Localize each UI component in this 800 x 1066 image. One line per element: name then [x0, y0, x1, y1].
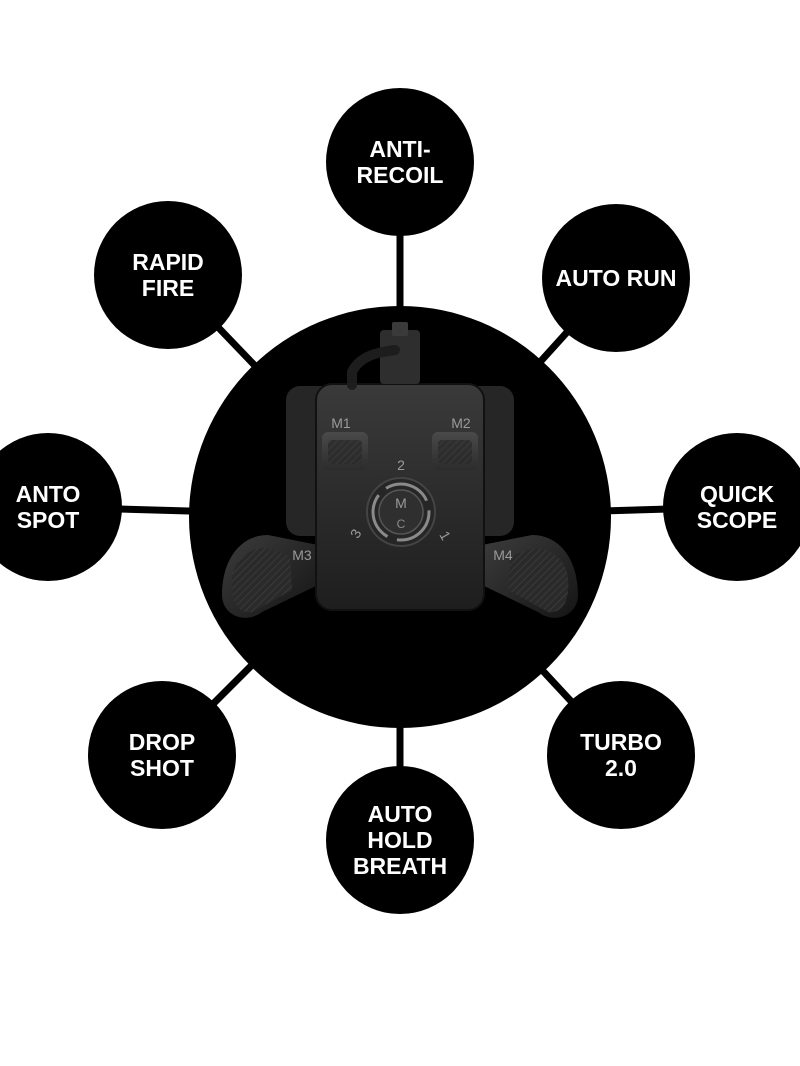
m4-label: M4	[493, 547, 513, 563]
node-circle-anto-spot	[0, 433, 122, 581]
m3-label: M3	[292, 547, 312, 563]
node-label-quick-scope: QUICK	[700, 481, 775, 507]
node-label-auto-hold-breath: BREATH	[353, 853, 447, 879]
node-circle-rapid-fire	[94, 201, 242, 349]
node-circle-quick-scope	[663, 433, 800, 581]
m1-label: M1	[331, 415, 351, 431]
connector-plug	[392, 322, 408, 336]
cable-icon	[347, 345, 400, 390]
dial-m-label: M	[395, 495, 407, 511]
m2-button-grip-icon	[438, 440, 472, 464]
node-label-auto-hold-breath: AUTO	[368, 801, 433, 827]
node-label-turbo: 2.0	[605, 755, 637, 781]
node-label-drop-shot: SHOT	[130, 755, 194, 781]
node-label-anto-spot: SPOT	[17, 507, 80, 533]
node-auto-run: AUTO RUN	[542, 204, 690, 352]
left-paddle-grip-icon	[231, 548, 292, 613]
right-paddle-grip-icon	[508, 548, 569, 613]
mode-dial-arc	[371, 482, 431, 542]
node-circle-drop-shot	[88, 681, 236, 829]
node-circle-turbo	[547, 681, 695, 829]
m2-label: M2	[451, 415, 471, 431]
node-label-anto-spot: ANTO	[16, 481, 81, 507]
node-label-turbo: TURBO	[580, 729, 662, 755]
node-circle-auto-hold-breath	[326, 766, 474, 914]
node-label-quick-scope: SCOPE	[697, 507, 778, 533]
node-label-anti-recoil: ANTI-	[369, 136, 430, 162]
node-label-rapid-fire: FIRE	[142, 275, 194, 301]
controller-attachment-device: M1 M2 M3 M4 M C 2 3 1	[222, 322, 578, 618]
mode-2-label: 2	[397, 457, 405, 473]
node-label-anti-recoil: RECOIL	[357, 162, 444, 188]
node-label-auto-hold-breath: HOLD	[367, 827, 432, 853]
node-label-rapid-fire: RAPID	[132, 249, 204, 275]
node-label-drop-shot: DROP	[129, 729, 195, 755]
node-label-auto-run: AUTO RUN	[556, 265, 677, 291]
node-circle-auto-run	[542, 204, 690, 352]
node-anti-recoil: ANTI-RECOIL	[326, 88, 474, 236]
m1-button-grip-icon	[328, 440, 362, 464]
node-circle-anti-recoil	[326, 88, 474, 236]
dial-c-label: C	[397, 517, 406, 531]
top-connector	[380, 330, 420, 384]
mode-dial-button[interactable]	[378, 489, 424, 535]
